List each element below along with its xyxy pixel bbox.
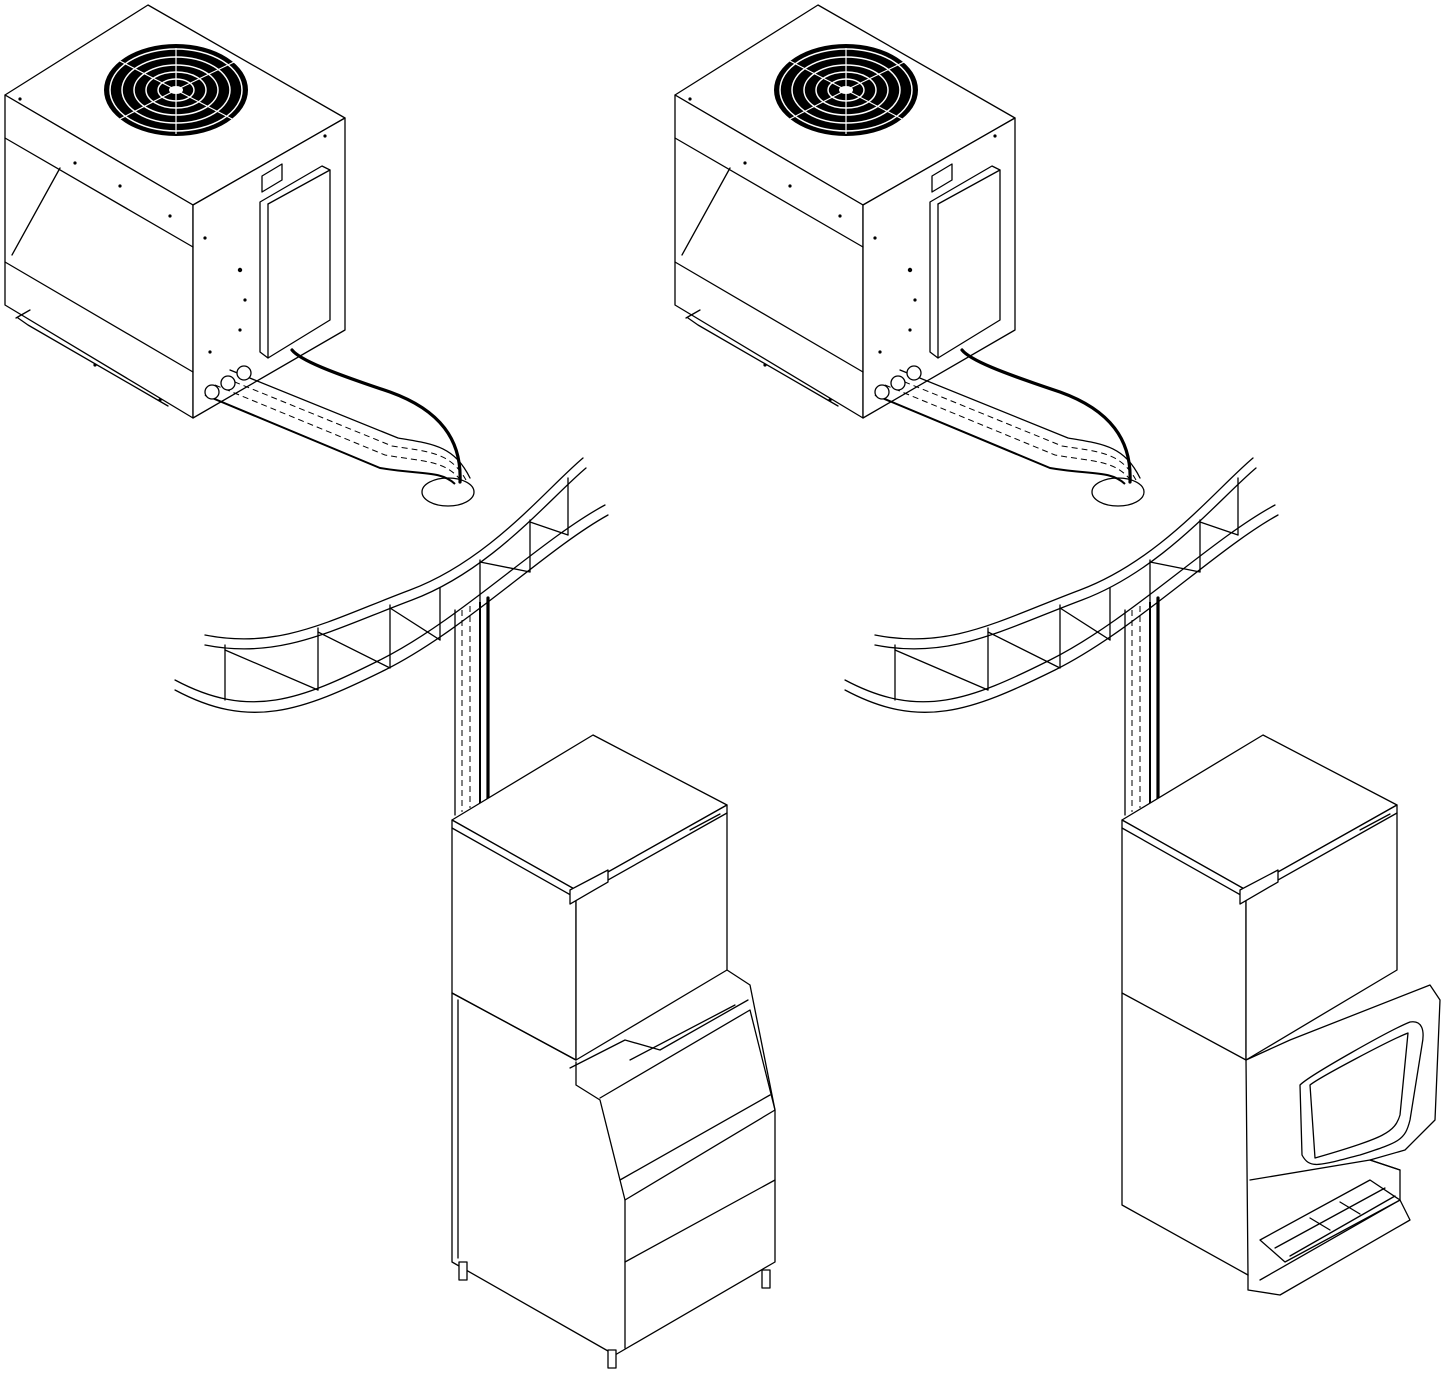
remote-condenser-unit-left — [3, 3, 476, 508]
ice-beverage-dispenser — [1121, 984, 1441, 1296]
ice-machine-head-left — [451, 734, 728, 1061]
panel-left — [3, 3, 776, 1369]
panel-right — [673, 3, 1441, 1296]
roof-joists-right — [843, 456, 1280, 817]
roof-joists-left — [173, 456, 610, 817]
ice-storage-bin — [451, 969, 776, 1369]
remote-condenser-unit-right — [673, 3, 1146, 508]
ice-machine-head-right — [1121, 734, 1398, 1061]
